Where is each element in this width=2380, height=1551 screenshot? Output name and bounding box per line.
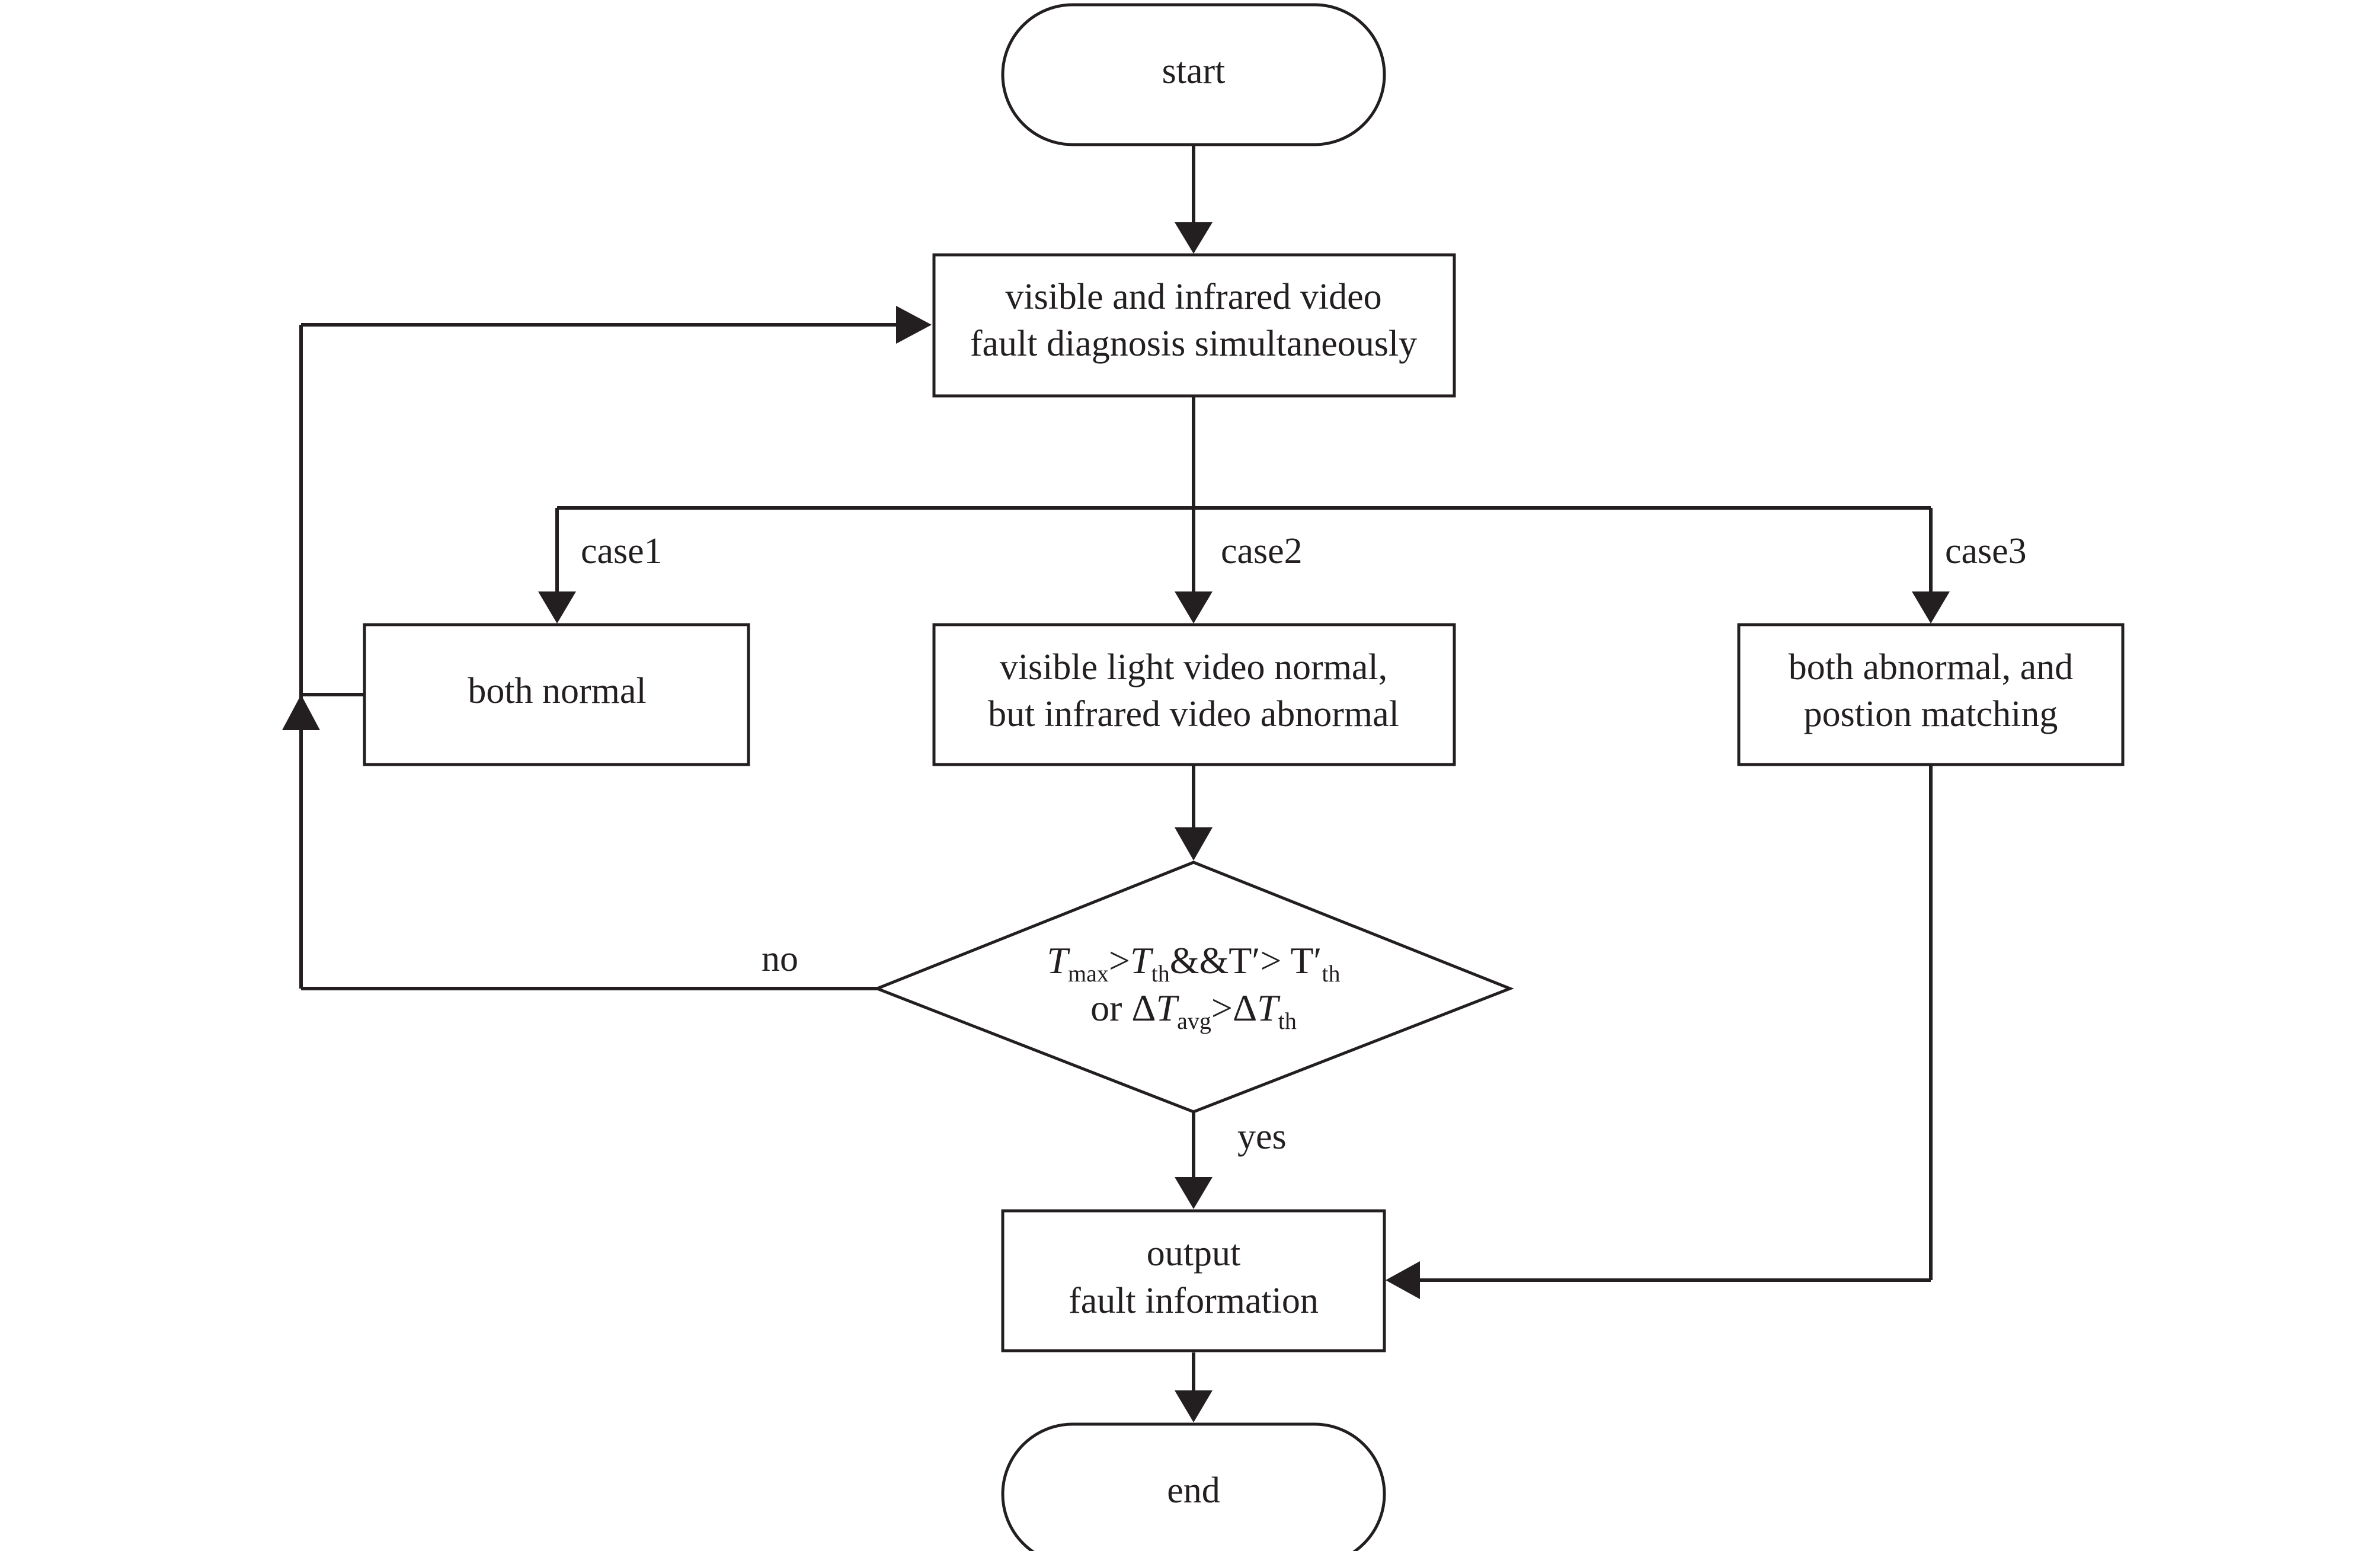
condition-line1: Tmax>Tth&&T′> T′th (1047, 939, 1340, 987)
output-box (1001, 1209, 1386, 1352)
cond-t3: T (1156, 987, 1180, 1029)
cond-mid: &&T′> T′ (1170, 939, 1322, 981)
node-output: output fault information (1001, 1209, 1386, 1352)
cond-th3: th (1278, 1008, 1297, 1034)
case3-box (1737, 623, 2125, 766)
case1-box (363, 623, 750, 766)
cond-t4: T (1257, 987, 1281, 1029)
edge-label-case3: case3 (1945, 531, 2027, 571)
arrowhead-no-up (282, 695, 320, 730)
cond-t2: T (1130, 939, 1154, 981)
node-decision: Tmax>Tth&&T′> T′th or ΔTavg>ΔTth (873, 861, 1514, 1114)
node-case3: both abnormal, and postion matching (1737, 623, 2125, 766)
cond-or: or Δ (1090, 987, 1156, 1029)
connectors (282, 145, 1950, 1422)
case1-box-label: both normal (468, 671, 646, 711)
diagnosis-label-line2: fault diagnosis simultaneously (970, 324, 1417, 364)
case3-label-line2: postion matching (1804, 694, 2058, 734)
output-label-line2: fault information (1069, 1281, 1319, 1321)
arrowhead-decision (1175, 827, 1213, 861)
cond-gt1: > (1109, 939, 1130, 981)
cond-gt2: >Δ (1211, 987, 1257, 1029)
decision-diamond (873, 861, 1514, 1114)
case3-label-line1: both abnormal, and (1789, 647, 2073, 687)
node-start: start (1001, 3, 1386, 146)
arrowhead-end (1175, 1390, 1213, 1422)
edge-label-yes: yes (1237, 1117, 1287, 1157)
arrowhead-case3-output (1386, 1261, 1420, 1299)
output-label-line1: output (1147, 1233, 1240, 1274)
end-label: end (1167, 1470, 1220, 1511)
start-terminal (1001, 3, 1386, 146)
node-case1: both normal (363, 623, 750, 766)
arrowhead-output (1175, 1177, 1213, 1209)
condition-line2: or ΔTavg>ΔTth (1090, 987, 1297, 1034)
node-diagnosis: visible and infrared video fault diagnos… (932, 253, 1456, 398)
cond-th2: th (1322, 960, 1340, 987)
cond-avg: avg (1177, 1008, 1211, 1034)
arrowhead-case3 (1912, 591, 1950, 623)
diagnosis-label-line1: visible and infrared video (1005, 277, 1381, 317)
cond-max: max (1068, 960, 1109, 987)
case2-label-line1: visible light video normal, (1000, 647, 1387, 687)
arrowhead-diagnosis (1175, 222, 1213, 254)
edge-label-case2: case2 (1221, 531, 1303, 571)
node-case2: visible light video normal, but infrared… (932, 623, 1456, 766)
arrowhead-loop-to-diagnosis (896, 306, 932, 344)
case2-box (932, 623, 1456, 766)
edge-label-case1: case1 (581, 531, 663, 571)
end-terminal (1001, 1422, 1386, 1551)
start-label: start (1162, 51, 1226, 91)
cond-th1: th (1151, 960, 1170, 987)
cond-t: T (1047, 939, 1070, 981)
arrowhead-case1 (538, 591, 576, 623)
case2-label-line2: but infrared video abnormal (988, 694, 1399, 734)
edge-label-no: no (762, 939, 798, 979)
diagnosis-box (932, 253, 1456, 398)
node-end: end (1001, 1422, 1386, 1551)
arrowhead-case2 (1175, 591, 1213, 623)
